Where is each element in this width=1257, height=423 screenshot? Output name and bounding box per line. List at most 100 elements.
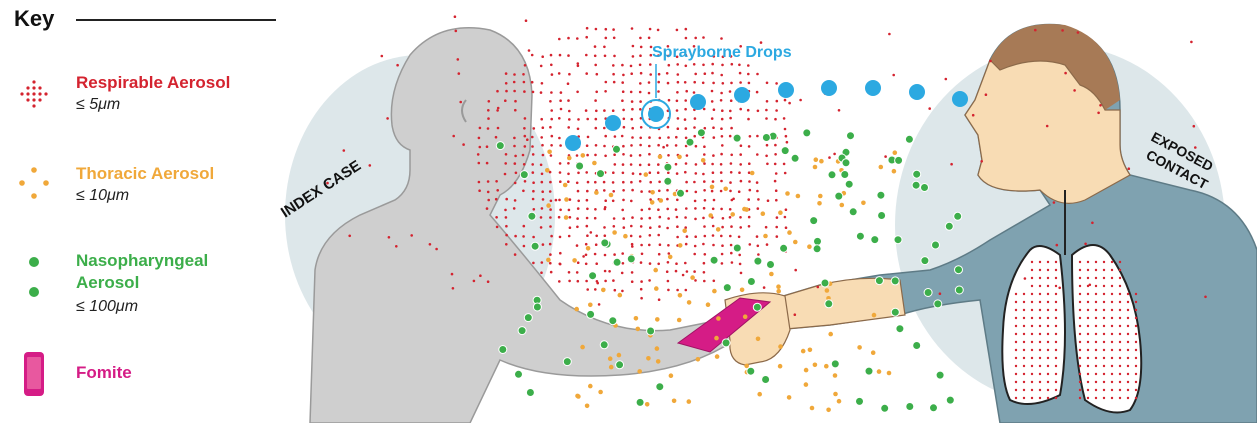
thoracic-aerosol-dot <box>659 198 664 203</box>
respirable-aerosol-dot <box>685 137 688 140</box>
thoracic-aerosol-dot <box>801 349 806 354</box>
respirable-aerosol-dot <box>541 82 544 85</box>
nasopharyngeal-aerosol-dot <box>913 170 921 178</box>
respirable-aerosol-dot <box>551 135 554 138</box>
thoracic-aerosol-dot <box>545 168 550 173</box>
respirable-aerosol-dot <box>756 190 759 193</box>
thoracic-aerosol-dot <box>757 392 762 397</box>
respirable-aerosol-dot <box>711 117 714 120</box>
respirable-aerosol-dot <box>541 190 544 193</box>
respirable-aerosol-dot <box>605 28 608 31</box>
respirable-aerosol-dot <box>1055 341 1057 343</box>
respirable-aerosol-dot <box>775 226 778 229</box>
respirable-aerosol-dot <box>550 54 553 57</box>
respirable-aerosol-dot <box>748 225 751 228</box>
sprayborne-label-group: Sprayborne Drops <box>642 44 792 128</box>
respirable-aerosol-dot <box>1127 381 1129 383</box>
respirable-aerosol-dot <box>657 163 660 166</box>
respirable-aerosol-dot <box>1039 349 1041 351</box>
respirable-aerosol-dot <box>622 262 625 265</box>
respirable-aerosol-dot <box>1095 357 1097 359</box>
respirable-aerosol-dot <box>1031 397 1033 399</box>
nasopharyngeal-aerosol-dot <box>891 308 899 316</box>
respirable-aerosol-dot <box>1055 397 1057 399</box>
thoracic-aerosol-dot <box>716 316 721 321</box>
respirable-aerosol-dot <box>667 280 670 283</box>
respirable-aerosol-dot <box>676 172 679 175</box>
nasopharyngeal-aerosol-dot <box>601 239 609 247</box>
respirable-aerosol-dot <box>594 181 597 184</box>
respirable-aerosol-dot <box>577 207 580 210</box>
thoracic-aerosol-dot <box>567 156 572 161</box>
thoracic-aerosol-dot <box>546 258 551 263</box>
nasopharyngeal-aerosol-dot <box>894 236 902 244</box>
respirable-aerosol-dot <box>740 272 743 275</box>
respirable-aerosol-dot <box>594 55 597 58</box>
respirable-aerosol-dot <box>513 73 516 76</box>
respirable-aerosol-dot <box>980 160 983 163</box>
respirable-aerosol-dot <box>1047 317 1049 319</box>
respirable-aerosol-dot <box>799 99 802 102</box>
respirable-aerosol-dot <box>694 207 697 210</box>
nasopharyngeal-aerosol-dot <box>563 358 571 366</box>
respirable-aerosol-dot <box>1047 333 1049 335</box>
respirable-aerosol-dot <box>585 243 588 246</box>
respirable-aerosol-dot <box>576 226 579 229</box>
respirable-aerosol-dot <box>729 235 732 238</box>
nasopharyngeal-aerosol-dot <box>697 129 705 137</box>
respirable-aerosol-dot <box>1047 357 1049 359</box>
sprayborne-drops-label: Sprayborne Drops <box>652 44 792 61</box>
respirable-aerosol-dot <box>1031 365 1033 367</box>
respirable-aerosol-dot <box>604 199 607 202</box>
respirable-aerosol-dot <box>586 118 589 121</box>
respirable-aerosol-dot <box>532 236 535 239</box>
respirable-aerosol-dot <box>884 155 887 158</box>
respirable-aerosol-dot <box>531 81 534 84</box>
respirable-aerosol-dot <box>533 208 536 211</box>
nasopharyngeal-aerosol-dot <box>835 192 843 200</box>
respirable-aerosol-dot <box>1087 365 1089 367</box>
respirable-aerosol-dot <box>711 100 714 103</box>
respirable-aerosol-dot <box>703 189 706 192</box>
thoracic-aerosol-dot <box>715 354 720 359</box>
respirable-aerosol-dot <box>648 279 651 282</box>
respirable-aerosol-dot <box>783 163 786 166</box>
respirable-aerosol-dot <box>1024 277 1027 280</box>
respirable-aerosol-dot <box>774 180 777 183</box>
respirable-aerosol-dot <box>766 82 769 85</box>
respirable-aerosol-dot <box>702 243 705 246</box>
respirable-aerosol-dot <box>676 236 679 239</box>
respirable-aerosol-dot <box>524 64 527 67</box>
nasopharyngeal-aerosol-dot <box>710 256 718 264</box>
respirable-aerosol-dot <box>549 262 552 265</box>
sprayborne-drop <box>778 82 794 98</box>
respirable-aerosol-dot <box>677 127 680 130</box>
respirable-aerosol-dot <box>559 171 562 174</box>
respirable-aerosol-dot <box>559 263 562 266</box>
respirable-aerosol-dot <box>713 199 716 202</box>
respirable-aerosol-dot <box>513 207 516 210</box>
respirable-aerosol-dot <box>749 189 752 192</box>
respirable-aerosol-dot <box>1103 373 1105 375</box>
respirable-aerosol-dot <box>568 235 571 238</box>
respirable-aerosol-dot <box>666 198 669 201</box>
respirable-aerosol-dot <box>720 37 723 40</box>
respirable-aerosol-dot <box>613 253 616 256</box>
respirable-aerosol-dot <box>603 226 606 229</box>
respirable-aerosol-dot <box>756 153 759 156</box>
respirable-aerosol-dot <box>622 189 625 192</box>
respirable-aerosol-dot <box>585 72 588 75</box>
respirable-aerosol-dot <box>631 216 634 219</box>
respirable-aerosol-dot <box>551 73 554 76</box>
respirable-aerosol-dot <box>632 55 635 58</box>
respirable-aerosol-dot <box>685 181 688 184</box>
respirable-aerosol-dot <box>567 82 570 85</box>
thoracic-aerosol-dot <box>650 200 655 205</box>
respirable-aerosol-dot <box>496 226 499 229</box>
respirable-aerosol-dot <box>640 225 643 228</box>
respirable-aerosol-dot <box>605 81 608 84</box>
respirable-aerosol-dot <box>555 199 558 202</box>
respirable-aerosol-dot <box>682 274 685 277</box>
respirable-aerosol-dot <box>838 109 841 112</box>
thoracic-aerosol-dot <box>585 404 590 409</box>
